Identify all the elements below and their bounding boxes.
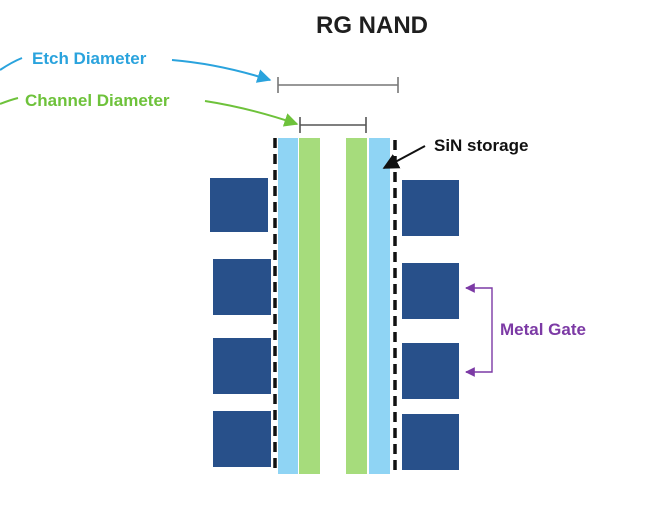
channel-core	[320, 138, 346, 474]
gate-block	[210, 178, 268, 232]
channel-dimension-line	[299, 117, 367, 133]
metal-gate-bracket	[466, 287, 493, 373]
gate-block	[402, 180, 459, 236]
etch-diameter-arrow	[171, 59, 272, 83]
sin-storage-label: SiN storage	[434, 136, 528, 155]
right-channel-layer	[346, 138, 367, 474]
channel-diameter-label: Channel Diameter	[25, 91, 170, 110]
left-channel-layer	[299, 138, 320, 474]
gate-block	[213, 259, 271, 315]
left-gate-stack	[210, 178, 271, 467]
etch-diameter-label: Etch Diameter	[32, 49, 147, 68]
channel-stack	[278, 138, 390, 474]
gate-block	[402, 343, 459, 399]
etch-left-leader	[0, 57, 23, 71]
gate-block	[402, 263, 459, 319]
gate-block	[402, 414, 459, 470]
gate-block	[213, 411, 271, 467]
channel-left-leader	[0, 97, 19, 105]
channel-diameter-arrow	[204, 100, 299, 127]
metal-gate-label: Metal Gate	[500, 320, 586, 339]
etch-dimension-line	[277, 77, 399, 93]
left-sin-storage-layer	[278, 138, 298, 474]
right-sin-storage-layer	[369, 138, 390, 474]
diagram-title: RG NAND	[316, 12, 428, 39]
sin-storage-arrow	[382, 145, 426, 169]
right-gate-stack	[402, 180, 459, 470]
gate-block	[213, 338, 271, 394]
